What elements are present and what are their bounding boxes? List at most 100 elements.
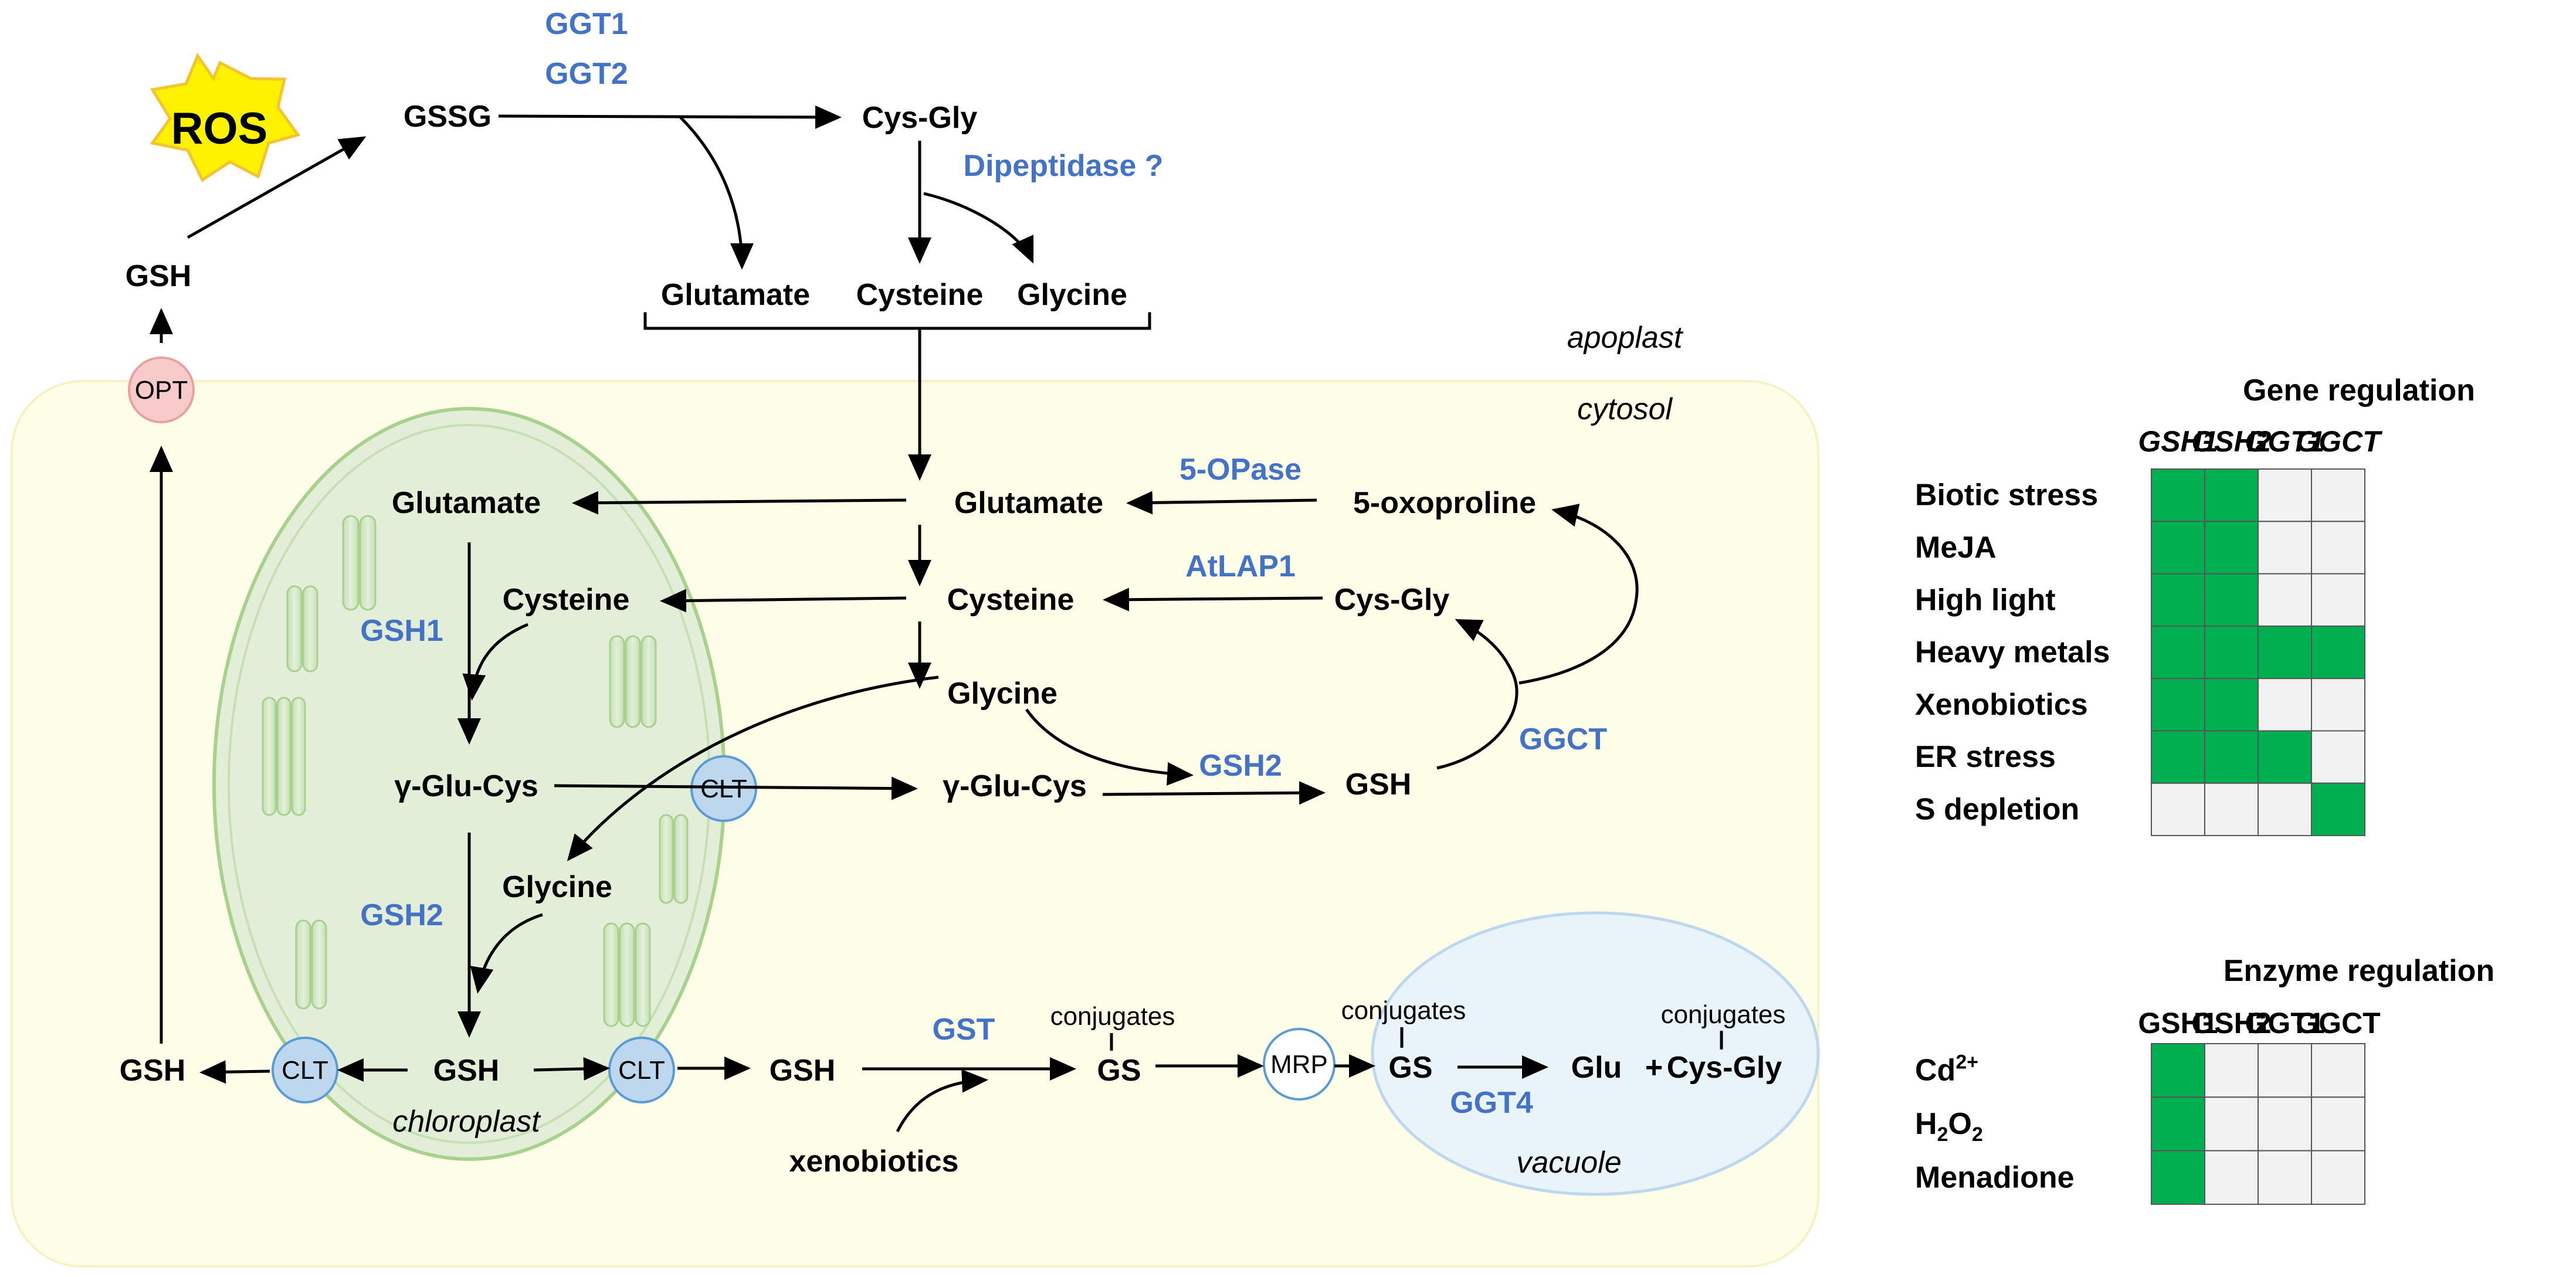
mrp-label: MRP [1270, 1050, 1328, 1079]
gene-cell-regulated [2204, 573, 2259, 627]
gene-column-header: GGCT [2296, 425, 2383, 458]
ggt1-enzyme-label: GGT1 [545, 7, 628, 41]
gene-column-header: GSH2 [2191, 425, 2271, 458]
gsh-left-label: GSH [120, 1054, 186, 1088]
glutamate-cytosol-label: Glutamate [954, 486, 1103, 520]
gene-row-label: MeJA [1915, 531, 1997, 565]
glu-vacuole-label: Glu [1571, 1051, 1622, 1085]
pathway-arrows [150, 105, 1723, 1133]
enz-cell-not-regulated [2204, 1043, 2259, 1098]
gst-enzyme-label: GST [933, 1013, 995, 1047]
gsh-top-label: GSH [126, 259, 192, 293]
gene-cell-regulated [2204, 468, 2259, 522]
gene-column-header: GGT1 [2245, 425, 2324, 458]
enz-cell-not-regulated [2258, 1150, 2312, 1205]
gs-label-1: GS [1097, 1054, 1141, 1088]
glycine-cytosol-label: Glycine [947, 677, 1057, 711]
opt-transporter [128, 356, 195, 423]
ggct-enzyme-label: GGCT [1519, 722, 1607, 756]
enz-row-label: Cd2+ [1915, 1051, 1978, 1088]
plus-sign: + [1645, 1051, 1663, 1085]
gene-cell-regulated [2151, 625, 2205, 680]
glycine-top-label: Glycine [1017, 278, 1127, 312]
conjugates-label-3: conjugates [1661, 1000, 1786, 1029]
gene-cell-regulated [2151, 521, 2205, 575]
gene-row-label: Heavy metals [1915, 636, 2110, 670]
gsh-cytosol-label: GSH [1345, 767, 1412, 801]
dipeptidase-enzyme-label: Dipeptidase ? [964, 149, 1164, 183]
gene-cell-not-regulated [2258, 782, 2312, 837]
gene-row-label: S depletion [1915, 792, 2079, 826]
clt-label-1: CLT [700, 775, 747, 803]
glu-cys-cytosol-label: γ-Glu-Cys [943, 769, 1087, 803]
glycine-chloroplast-label: Glycine [502, 870, 612, 904]
gene-cell-regulated [2258, 625, 2312, 680]
enz-cell-not-regulated [2311, 1096, 2365, 1152]
enz-cell-not-regulated [2204, 1150, 2259, 1205]
gene-cell-regulated [2204, 625, 2259, 680]
gene-cell-regulated [2151, 730, 2205, 784]
gsh2-chloroplast-enzyme-label: GSH2 [360, 898, 443, 932]
gsh-right-label: GSH [770, 1054, 836, 1088]
enz-column-header: GGT1 [2245, 1007, 2324, 1040]
chloroplast-label: chloroplast [392, 1105, 541, 1139]
gs-label-2: GS [1388, 1051, 1432, 1085]
enz-cell-not-regulated [2258, 1096, 2312, 1152]
enz-column-header: GSH2 [2191, 1007, 2271, 1040]
clt-label-3: CLT [618, 1056, 665, 1085]
enzyme-regulation-title: Enzyme regulation [2224, 954, 2494, 988]
gene-cell-regulated [2204, 521, 2259, 575]
gene-row-label: Xenobiotics [1915, 688, 2088, 722]
apoplast-label: apoplast [1567, 321, 1684, 355]
gene-cell-not-regulated [2311, 573, 2365, 627]
gene-cell-not-regulated [2204, 782, 2259, 837]
mrp-transporter [1263, 1028, 1336, 1101]
ros-label: ROS [171, 104, 268, 154]
ros-burst-icon [150, 52, 301, 182]
gssg-label: GSSG [404, 100, 492, 134]
gsh-chloroplast-label: GSH [433, 1054, 500, 1088]
glutamate-chloroplast-label: Glutamate [392, 486, 541, 520]
gene-row-label: ER stress [1915, 740, 2056, 774]
glutamate-top-label: Glutamate [661, 278, 810, 312]
thylakoid-stacks [262, 515, 689, 1027]
conjugates-label-2: conjugates [1341, 996, 1466, 1025]
atlap1-enzyme-label: AtLAP1 [1185, 549, 1296, 583]
gene-cell-not-regulated [2311, 678, 2365, 732]
enz-row-label: Menadione [1915, 1160, 2075, 1194]
enz-column-header: GGCT [2296, 1007, 2380, 1040]
gene-cell-not-regulated [2311, 730, 2365, 784]
enz-row-label: H2O2 [1915, 1107, 1983, 1146]
opt-label: OPT [135, 376, 188, 405]
enz-cell-not-regulated [2311, 1150, 2365, 1205]
gene-cell-not-regulated [2311, 521, 2365, 575]
cys-gly-top-label: Cys-Gly [862, 101, 978, 135]
enz-cell-not-regulated [2311, 1043, 2365, 1098]
gene-cell-not-regulated [2258, 521, 2312, 575]
cysteine-cytosol-label: Cysteine [947, 583, 1075, 617]
gene-cell-regulated [2311, 625, 2365, 680]
cys-gly-cytosol-label: Cys-Gly [1334, 583, 1450, 617]
enz-cell-regulated [2151, 1096, 2205, 1152]
opase-enzyme-label: 5-OPase [1179, 453, 1301, 487]
cytosol-label: cytosol [1577, 392, 1673, 426]
gene-cell-regulated [2151, 468, 2205, 522]
ggt4-enzyme-label: GGT4 [1450, 1086, 1533, 1120]
cysteine-top-label: Cysteine [856, 278, 984, 312]
gsh1-enzyme-label: GSH1 [360, 614, 443, 648]
xenobiotics-label: xenobiotics [789, 1144, 959, 1178]
gene-cell-regulated [2258, 730, 2312, 784]
gene-regulation-title: Gene regulation [2243, 373, 2475, 407]
conjugates-label-1: conjugates [1050, 1002, 1175, 1031]
gene-cell-not-regulated [2258, 678, 2312, 732]
gene-cell-not-regulated [2258, 573, 2312, 627]
enz-cell-not-regulated [2258, 1043, 2312, 1098]
clt-label-2: CLT [282, 1056, 328, 1085]
enz-cell-not-regulated [2204, 1096, 2259, 1152]
gene-cell-not-regulated [2311, 468, 2365, 522]
gene-cell-regulated [2311, 782, 2365, 837]
ggt2-enzyme-label: GGT2 [545, 57, 628, 91]
